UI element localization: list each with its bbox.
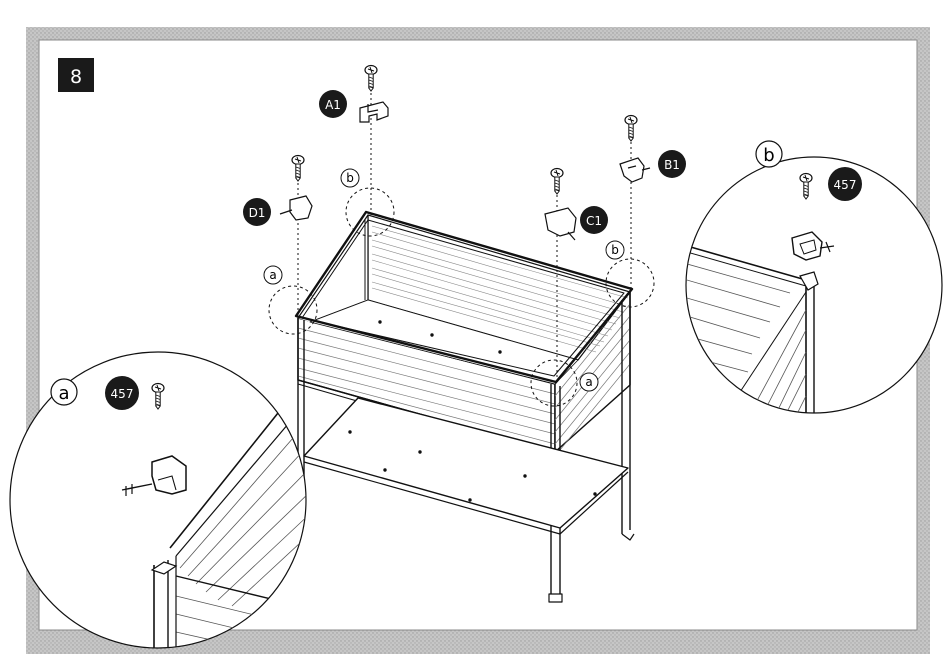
detail-a-screw-code: 457 [105,376,139,410]
part-label-c1: C1 [580,206,608,234]
part-b1-text: B1 [664,158,680,172]
part-d1-text: D1 [249,206,266,220]
marker-b-right: b [606,241,624,259]
step-badge: 8 [58,58,94,92]
part-label-a1: A1 [319,90,347,118]
marker-a-front: a [580,373,598,391]
svg-text:b: b [346,171,354,185]
part-label-b1: B1 [658,150,686,178]
svg-text:a: a [269,268,276,282]
svg-text:a: a [585,375,592,389]
part-label-d1: D1 [243,198,271,226]
marker-a-left: a [264,266,282,284]
detail-b-letter: b [756,141,782,167]
marker-b-top-left: b [341,169,359,187]
detail-b-screw-code: 457 [828,167,862,201]
svg-text:b: b [611,243,619,257]
svg-text:a: a [58,383,69,404]
svg-text:b: b [763,145,774,166]
step-number: 8 [70,66,82,88]
detail-a-code-text: 457 [111,387,134,401]
detail-a-letter: a [51,379,77,405]
detail-b-code-text: 457 [834,178,857,192]
part-a1-text: A1 [325,98,341,112]
part-c1-text: C1 [586,214,602,228]
